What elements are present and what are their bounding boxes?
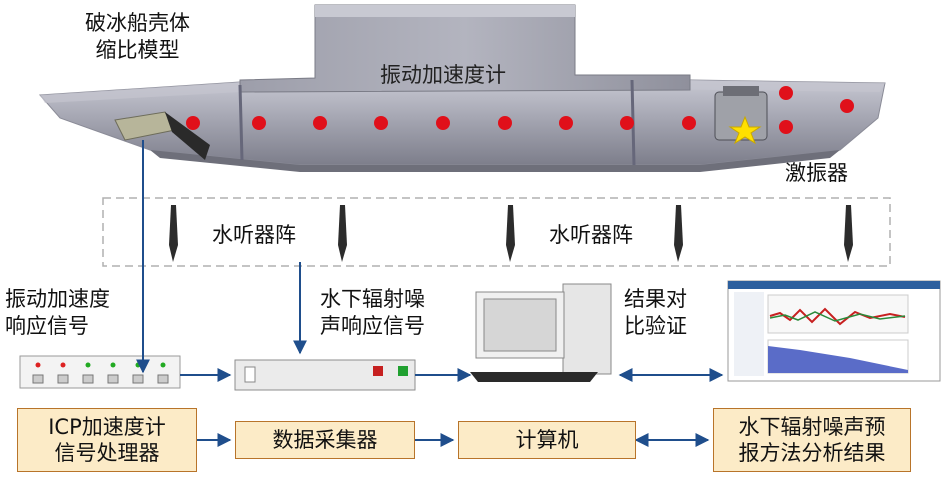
signal-processor-icon <box>19 355 181 389</box>
computer-icon <box>470 283 612 382</box>
icp-processor-line-2: 信号处理器 <box>54 441 160 465</box>
vibration-signal-line-2: 响应信号 <box>5 314 89 338</box>
shaker-label: 激振器 <box>785 161 848 185</box>
sensor-dot <box>313 116 327 130</box>
prediction-result-box: 水下辐射噪声预 报方法分析结果 <box>713 408 911 472</box>
vibration-signal-line-1: 振动加速度 <box>5 287 110 311</box>
sensor-dot <box>436 116 450 130</box>
computer-box: 计算机 <box>458 421 636 459</box>
icp-processor-box: ICP加速度计 信号处理器 <box>17 408 197 472</box>
vibration-signal-label: 振动加速度 响应信号 <box>5 286 110 340</box>
sensor-dot <box>840 99 854 113</box>
prediction-result-line-1: 水下辐射噪声预 <box>738 415 886 439</box>
comparison-line-1: 结果对 <box>624 287 687 311</box>
shaker-icon <box>714 86 768 145</box>
comparison-label: 结果对 比验证 <box>624 286 687 340</box>
data-acquisition-icon <box>234 359 416 391</box>
hydrophone-icon <box>169 205 853 262</box>
result-screen-icon <box>727 280 941 382</box>
sensor-dot <box>779 86 793 100</box>
hydrophone-array-right-label: 水听器阵 <box>549 223 633 247</box>
hull-model-label: 破冰船壳体 缩比模型 <box>85 10 190 64</box>
sensor-dot <box>374 116 388 130</box>
sensor-dot <box>620 116 634 130</box>
hydrophone-frame <box>102 197 891 267</box>
sensor-dot <box>186 116 200 130</box>
noise-signal-label: 水下辐射噪 声响应信号 <box>320 286 425 340</box>
hull-model-line-2: 缩比模型 <box>95 38 180 62</box>
daq-box: 数据采集器 <box>235 421 415 459</box>
noise-signal-line-1: 水下辐射噪 <box>320 287 425 311</box>
sensor-dot <box>559 116 573 130</box>
accelerometer-sensor-icon <box>114 111 210 160</box>
daq-label: 数据采集器 <box>272 428 378 452</box>
hydrophone-array-left-label: 水听器阵 <box>212 223 296 247</box>
accelerometer-label: 振动加速度计 <box>380 63 506 87</box>
sensor-dot <box>252 116 266 130</box>
icp-processor-line-1: ICP加速度计 <box>48 415 166 439</box>
connectors <box>136 140 724 447</box>
hull-model-line-1: 破冰船壳体 <box>85 11 190 35</box>
sensor-dot <box>498 116 512 130</box>
sensor-dot <box>682 116 696 130</box>
sensor-points <box>186 86 854 134</box>
noise-signal-line-2: 声响应信号 <box>320 314 425 338</box>
sensor-dot <box>779 120 793 134</box>
prediction-result-line-2: 报方法分析结果 <box>738 441 886 465</box>
computer-label: 计算机 <box>515 428 579 452</box>
comparison-line-2: 比验证 <box>624 314 687 338</box>
hull-model <box>38 4 886 172</box>
